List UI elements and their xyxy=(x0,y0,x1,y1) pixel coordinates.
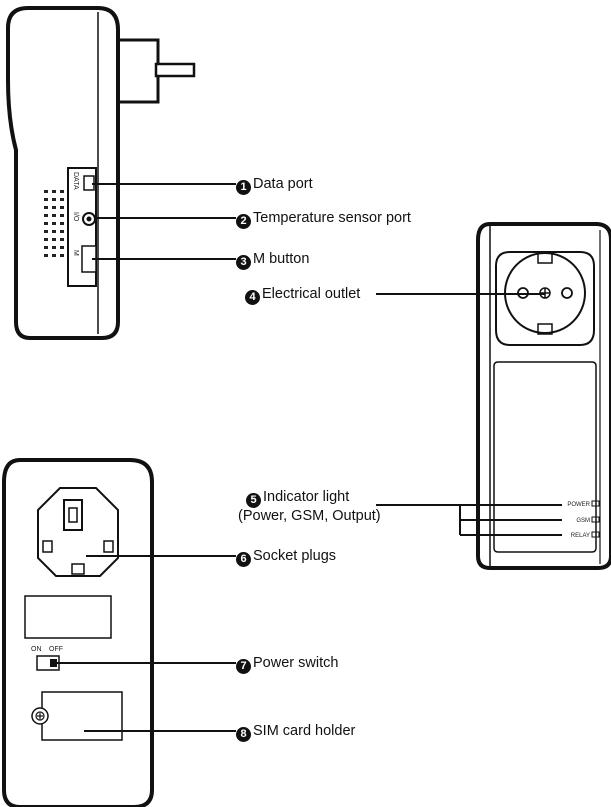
callout-number-8: 8 xyxy=(236,727,251,742)
port-label-m: M xyxy=(72,250,79,256)
callout-text-indicator-light: Indicator light xyxy=(263,489,350,505)
socket-plug-graphic xyxy=(37,487,119,577)
callout-number-1: 1 xyxy=(236,180,251,195)
leader-line-5 xyxy=(376,504,562,536)
front-view-device xyxy=(476,222,611,570)
side-view-device xyxy=(6,6,196,340)
callout-number-7: 7 xyxy=(236,659,251,674)
callout-number-4: 4 xyxy=(245,290,260,305)
callout-number-3: 3 xyxy=(236,255,251,270)
switch-label-off: OFF xyxy=(49,646,63,653)
port-label-data: DATA xyxy=(72,172,79,190)
callout-text-power-switch: Power switch xyxy=(253,655,339,671)
indicator-label-relay: RELAY xyxy=(571,533,590,539)
indicator-label-gsm: GSM xyxy=(576,518,590,524)
callout-number-5: 5 xyxy=(246,493,261,508)
callout-number-2: 2 xyxy=(236,214,251,229)
indicator-label-power: POWER xyxy=(567,502,590,508)
port-label-io: I/O xyxy=(72,212,79,222)
callout-text-sim-card-holder: SIM card holder xyxy=(253,723,356,739)
callout-text-temperature-sensor-port: Temperature sensor port xyxy=(253,210,411,226)
callout-text-socket-plugs: Socket plugs xyxy=(253,548,337,564)
callout-text-indicator-light-detail: (Power, GSM, Output) xyxy=(238,508,381,524)
callout-number-6: 6 xyxy=(236,552,251,567)
callout-text-data-port: Data port xyxy=(253,176,313,192)
switch-label-on: ON xyxy=(31,646,42,653)
callout-text-m-button: M button xyxy=(253,251,310,267)
vent-grill xyxy=(44,190,64,257)
callout-text-electrical-outlet: Electrical outlet xyxy=(262,286,361,302)
callout-indicator-light-detail: (Power, GSM, Output) xyxy=(238,508,381,525)
back-view-device xyxy=(2,458,154,807)
